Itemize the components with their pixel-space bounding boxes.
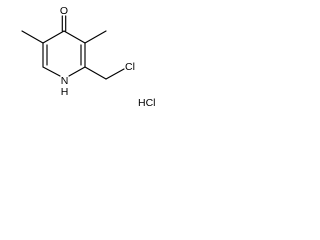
bond-c5-c4: [42, 30, 65, 44]
bond-c2-ch2: [84, 66, 107, 80]
hydrochloride-salt-label: HCl: [138, 97, 156, 109]
bond-c4-c3: [63, 30, 86, 44]
pyridinone-ring: [42, 30, 86, 77]
nitrogen-hydrogen-label: H: [61, 86, 69, 98]
oxygen-label: O: [60, 5, 68, 17]
chemical-structure-diagram: O Cl N H HCl: [21, 5, 156, 109]
methyl-bond-c5: [21, 30, 44, 44]
nitrogen-label: N: [61, 75, 69, 87]
ring-nitrogen: N H: [61, 75, 69, 98]
chloromethyl-group: Cl: [84, 61, 135, 80]
methyl-bond-c3: [84, 30, 107, 44]
bond-ch2-cl: [105, 68, 125, 80]
bond-c2-n1: [68, 66, 86, 77]
carbonyl-group: O: [60, 5, 68, 32]
bond-n1-c6: [42, 66, 61, 77]
chlorine-label: Cl: [125, 61, 135, 73]
